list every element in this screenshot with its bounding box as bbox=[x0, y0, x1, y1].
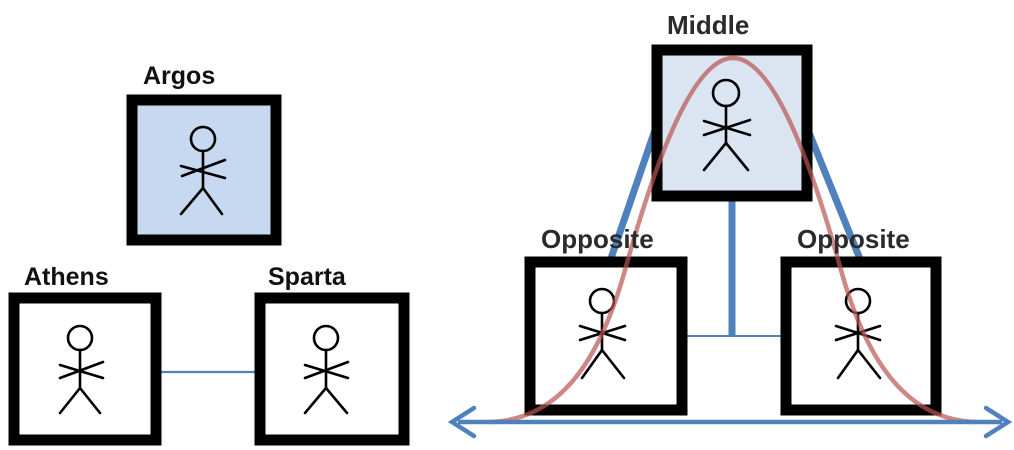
middle-left-connector bbox=[605, 128, 659, 266]
opposite-left-node bbox=[524, 256, 688, 416]
athens-label: Athens bbox=[24, 263, 109, 291]
distribution-curve bbox=[487, 55, 979, 425]
middle-box bbox=[651, 44, 813, 202]
athens-node: Athens bbox=[8, 263, 162, 446]
argos-label: Argos bbox=[143, 62, 215, 90]
opposite-right-label: Opposite bbox=[797, 224, 910, 254]
middle-label: Middle bbox=[667, 10, 749, 40]
opposite-right-box bbox=[780, 256, 942, 416]
opposite-left-box bbox=[524, 256, 688, 416]
sparta-label: Sparta bbox=[268, 263, 347, 291]
opposite-left-label: Opposite bbox=[541, 224, 654, 254]
sparta-box bbox=[254, 292, 410, 446]
left-diagram: Argos Athens Spa bbox=[8, 62, 410, 446]
spectrum-axis bbox=[447, 405, 1013, 439]
sparta-node: Sparta bbox=[254, 263, 410, 446]
middle-node bbox=[651, 44, 813, 202]
argos-node: Argos bbox=[126, 62, 282, 246]
right-diagram: Middle Opposite Opposite bbox=[447, 10, 1013, 439]
middle-right-connector bbox=[804, 128, 866, 266]
argos-stick-figure-icon bbox=[179, 125, 227, 216]
middle-stick-figure-icon bbox=[702, 78, 752, 172]
athens-stick-figure-icon bbox=[58, 324, 105, 415]
sparta-stick-figure-icon bbox=[303, 324, 350, 415]
opposite-right-node bbox=[780, 256, 942, 416]
